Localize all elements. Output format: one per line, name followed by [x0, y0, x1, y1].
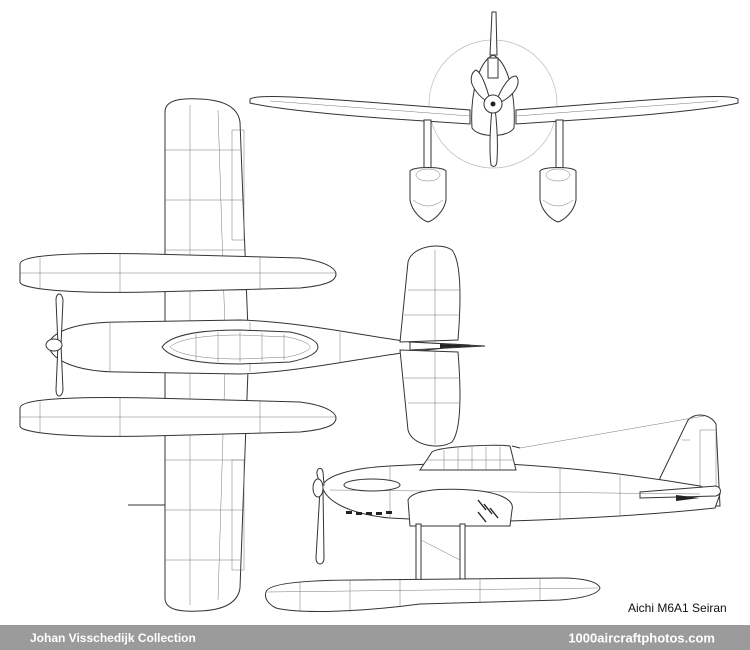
side-view	[265, 414, 721, 612]
plan-view	[19, 98, 486, 612]
footer-bar: Johan Visschedijk Collection 1000aircraf…	[0, 625, 750, 650]
collection-credit: Johan Visschedijk Collection	[30, 630, 196, 645]
three-view-drawing	[19, 11, 739, 612]
aircraft-caption: Aichi M6A1 Seiran	[628, 601, 727, 615]
front-view	[249, 11, 739, 223]
website-link[interactable]: 1000aircraftphotos.com	[568, 630, 715, 645]
